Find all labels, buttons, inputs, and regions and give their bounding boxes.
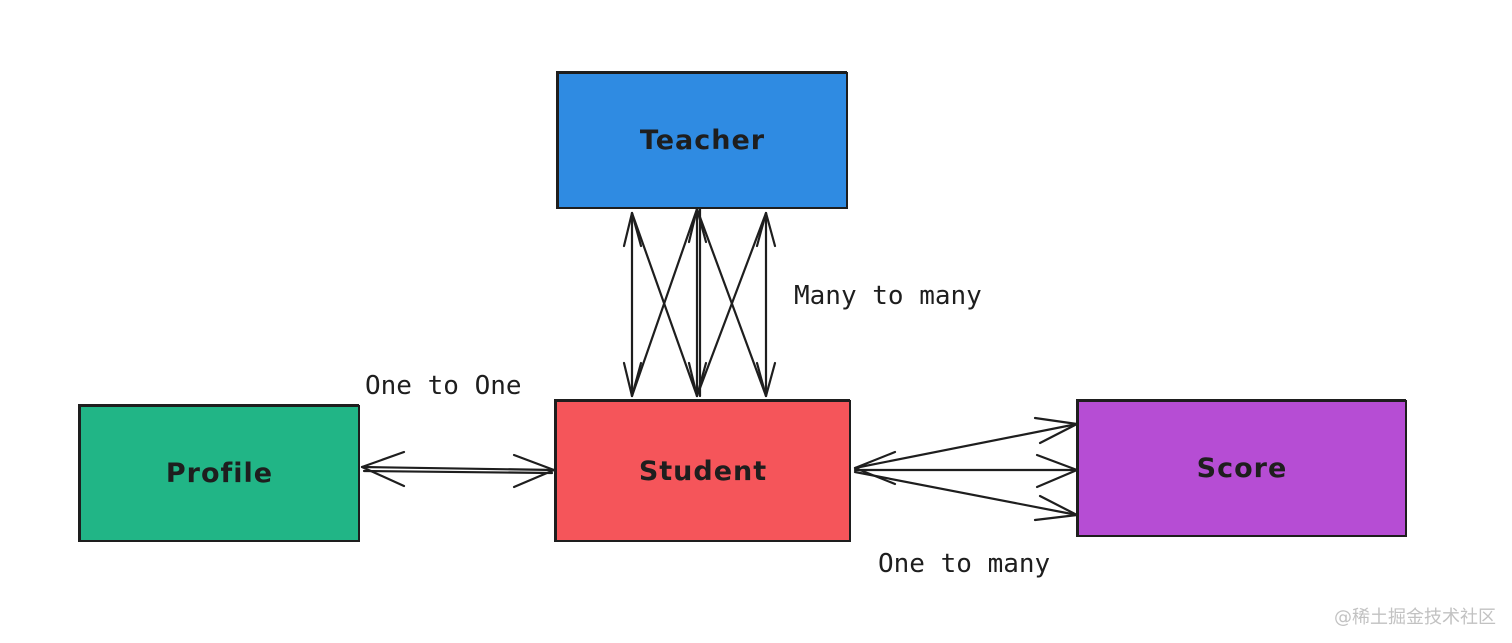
edge-teacher-student xyxy=(622,207,777,398)
profile-entity-box[interactable]: Profile xyxy=(78,404,360,542)
student-label: Student xyxy=(638,455,768,487)
score-entity-box[interactable]: Score xyxy=(1076,399,1407,537)
teacher-entity-box[interactable]: Teacher xyxy=(556,71,848,209)
many-to-many-label: Many to many xyxy=(794,281,982,311)
edge-student-score xyxy=(853,416,1079,522)
student-entity-box[interactable]: Student xyxy=(554,399,851,542)
profile-label: Profile xyxy=(165,458,274,489)
teacher-label: Teacher xyxy=(639,125,766,156)
one-to-one-label: One to One xyxy=(365,371,522,401)
edge-profile-student xyxy=(360,450,556,489)
one-to-many-label: One to many xyxy=(878,549,1051,579)
watermark-text: @稀土掘金技术社区 xyxy=(1334,607,1496,628)
score-label: Score xyxy=(1196,453,1288,484)
